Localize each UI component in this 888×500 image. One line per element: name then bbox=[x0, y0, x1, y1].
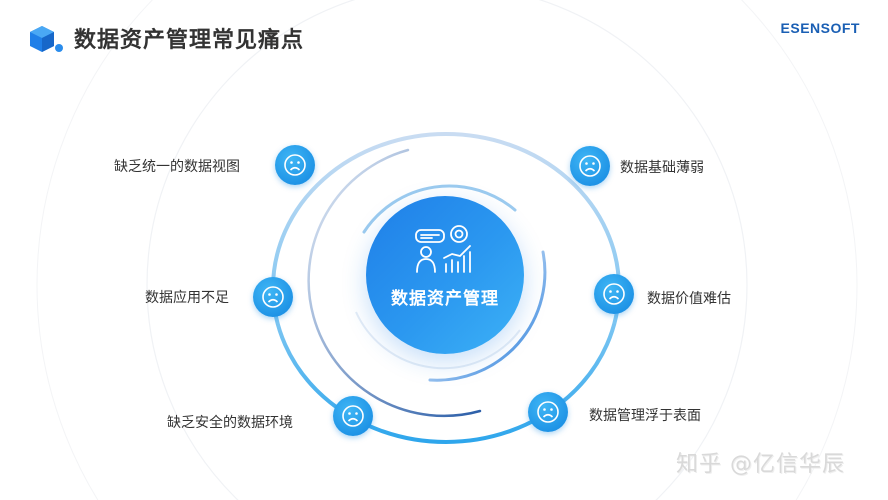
sad-face-icon bbox=[253, 277, 293, 317]
sad-face-icon bbox=[528, 392, 568, 432]
watermark: 知乎 @亿信华辰 bbox=[676, 452, 845, 477]
pain-point-label: 缺乏统一的数据视图 bbox=[114, 159, 240, 175]
pain-point-label: 数据管理浮于表面 bbox=[589, 408, 701, 424]
pain-point-label: 数据应用不足 bbox=[145, 290, 229, 306]
brand-logo: ESENSOFT bbox=[780, 20, 860, 36]
page-title: 数据资产管理常见痛点 bbox=[74, 28, 305, 53]
sad-face-icon bbox=[333, 396, 373, 436]
pain-point-label: 数据基础薄弱 bbox=[620, 160, 704, 176]
sad-face-icon bbox=[570, 146, 610, 186]
center-node bbox=[366, 196, 524, 354]
pain-point-label: 数据价值难估 bbox=[647, 291, 731, 307]
cube-icon bbox=[28, 24, 68, 54]
data-management-icon bbox=[415, 225, 471, 273]
sad-face-icon bbox=[594, 274, 634, 314]
sad-face-icon bbox=[275, 145, 315, 185]
pain-point-label: 缺乏安全的数据环境 bbox=[167, 415, 293, 431]
center-label: 数据资产管理 bbox=[391, 289, 499, 309]
